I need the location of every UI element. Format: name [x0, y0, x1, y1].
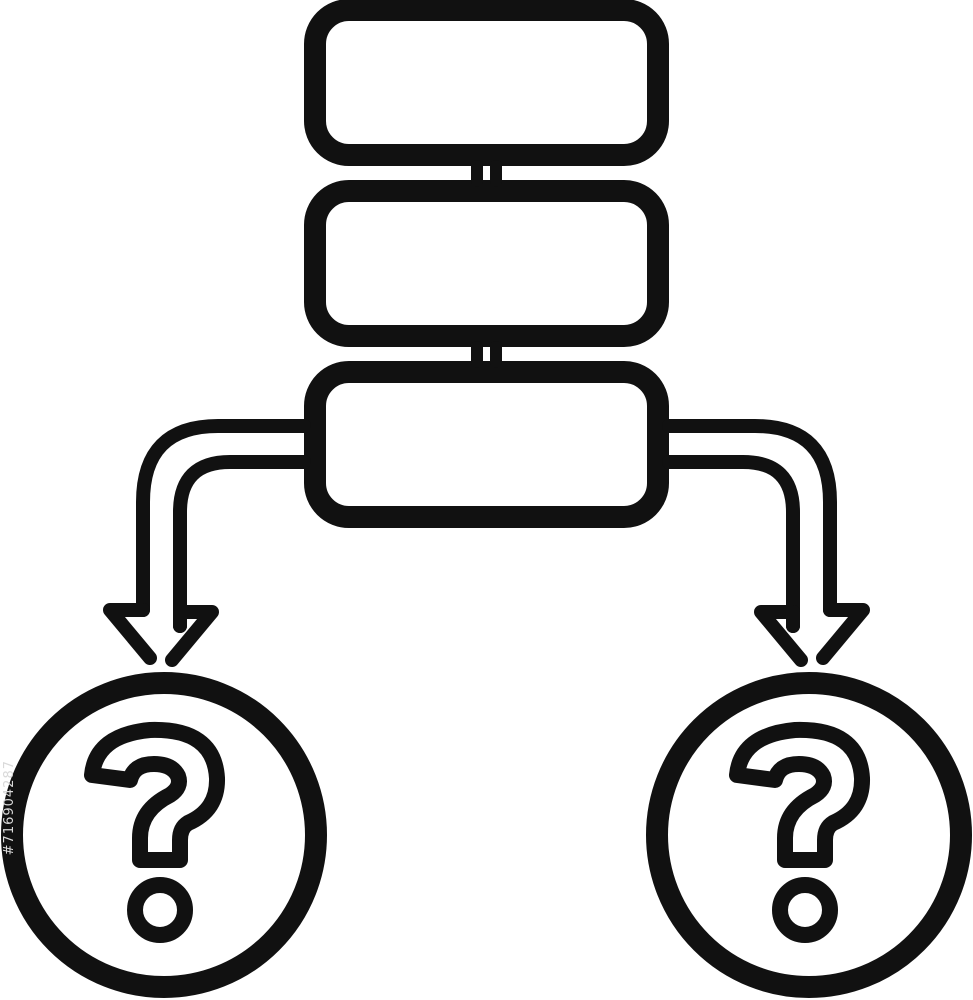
- server-unit-top: [304, 0, 669, 166]
- left-question-circle-icon: [1, 672, 327, 998]
- server-connector-upper: [471, 160, 502, 187]
- left-branch-arrow-icon: [103, 419, 311, 667]
- right-branch-arrow-icon: [662, 419, 870, 667]
- question-mark-icon: [729, 721, 870, 868]
- server-unit-bottom: [304, 361, 669, 528]
- server-connector-lower: [471, 341, 502, 368]
- question-mark-icon: [84, 721, 225, 868]
- right-question-circle-icon: [646, 672, 972, 998]
- server-unit-middle: [304, 180, 669, 347]
- server-stack-icon: [304, 0, 669, 528]
- stock-id-watermark: #716904287: [2, 760, 17, 856]
